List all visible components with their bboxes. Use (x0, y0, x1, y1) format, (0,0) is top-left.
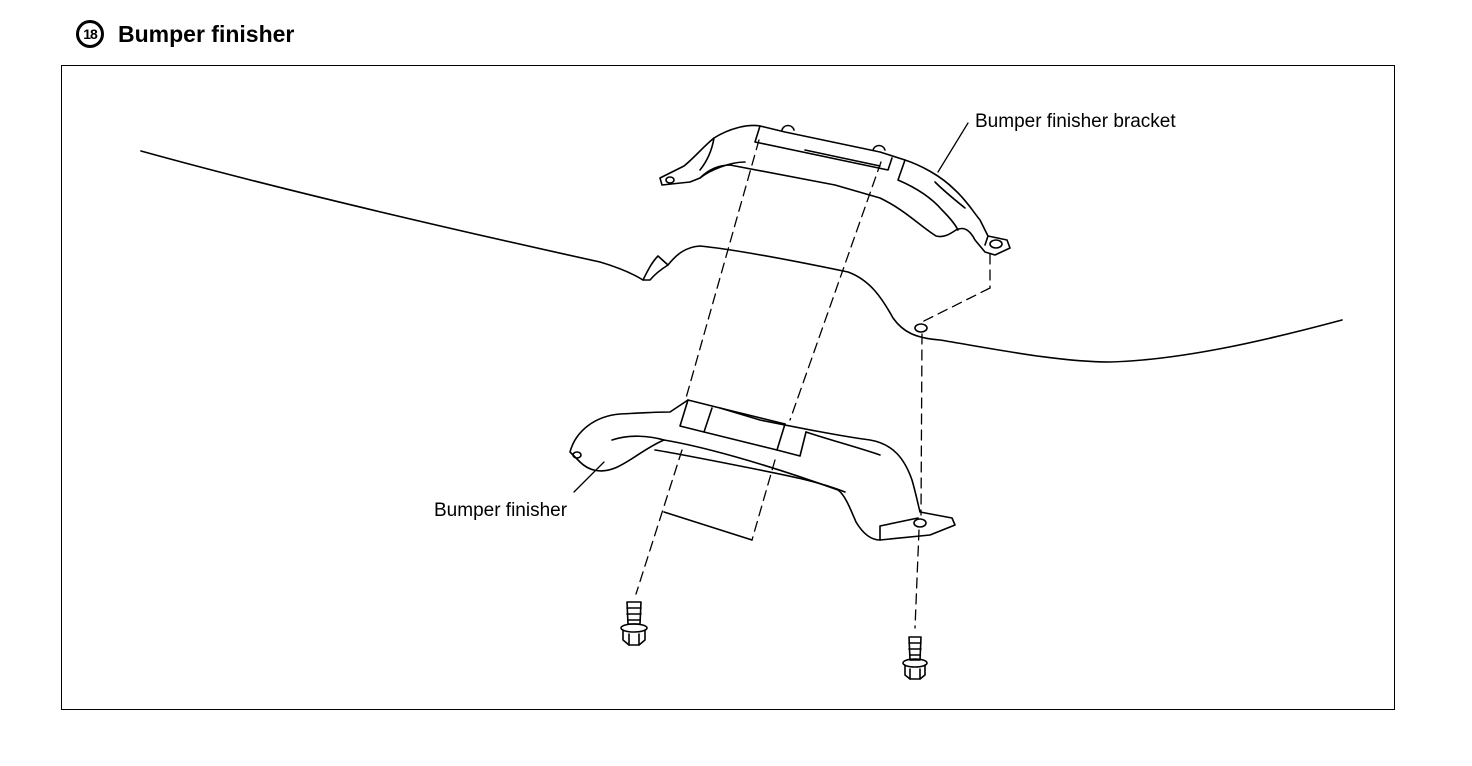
bolt-icon (620, 601, 648, 646)
section-heading: 18 Bumper finisher (76, 18, 294, 50)
bumper-finisher-bracket (659, 124, 1011, 256)
bumper-body-outline (140, 150, 1343, 363)
bolt-icon (902, 636, 928, 680)
callout-bumper-finisher: Bumper finisher (434, 500, 568, 521)
leader-lines (573, 122, 969, 493)
step-number: 18 (83, 26, 98, 42)
alignment-lines (635, 139, 991, 629)
diagram-frame (61, 65, 1395, 710)
step-number-badge: 18 (76, 20, 104, 48)
bumper-finisher (569, 399, 956, 541)
section-title: Bumper finisher (118, 20, 295, 47)
callout-bumper-finisher-bracket: Bumper finisher bracket (975, 111, 1176, 132)
